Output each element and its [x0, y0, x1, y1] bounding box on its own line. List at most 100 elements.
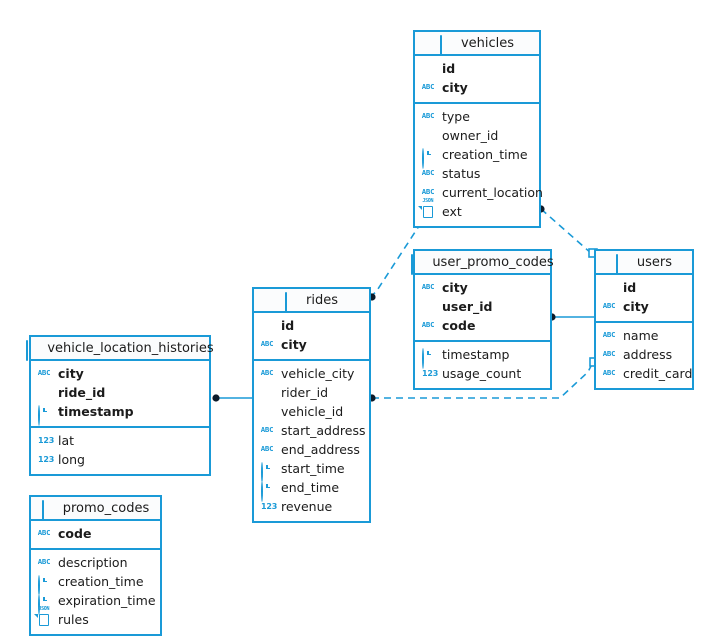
field-label: address — [623, 347, 673, 363]
abc-icon: ABC — [421, 83, 435, 91]
key-icon — [422, 130, 437, 144]
table-icon — [411, 254, 426, 275]
field-label: vehicle_city — [281, 366, 355, 382]
field-label: city — [623, 299, 649, 315]
json-icon: JSON — [33, 607, 53, 628]
primary-key-row[interactable]: id — [415, 60, 539, 79]
abc-icon: ABC — [260, 426, 274, 434]
field-label: description — [58, 555, 128, 571]
table-icon — [615, 254, 631, 275]
table-header-rides[interactable]: rides — [254, 289, 369, 313]
key-icon — [603, 282, 618, 296]
primary-key-row[interactable]: id — [596, 279, 692, 298]
key-icon — [422, 301, 437, 315]
primary-key-row[interactable]: timestamp — [31, 403, 209, 426]
table-header-user_promo_codes[interactable]: user_promo_codes — [411, 251, 554, 275]
table-icon — [439, 35, 455, 56]
column-row[interactable]: expiration_time — [31, 592, 160, 615]
field-label: id — [281, 318, 295, 334]
field-label: type — [442, 109, 470, 125]
column-row[interactable]: owner_id — [415, 127, 539, 146]
number-icon: 123 — [38, 454, 55, 464]
clock-icon — [261, 461, 276, 483]
number-icon: 123 — [261, 501, 278, 511]
abc-icon: ABC — [37, 529, 51, 537]
column-row[interactable]: start_time — [254, 460, 369, 483]
table-header-vehicles[interactable]: vehicles — [415, 32, 539, 56]
relationship-user_promo_codes-to-users[interactable] — [548, 313, 594, 321]
column-row[interactable]: JSON rules — [31, 607, 160, 630]
abc-icon: ABC — [421, 283, 435, 291]
column-row[interactable]: timestamp — [415, 346, 550, 369]
field-label: expiration_time — [58, 593, 156, 609]
field-label: rules — [58, 612, 89, 628]
field-label: code — [58, 526, 92, 542]
column-row[interactable]: creation_time — [415, 146, 539, 169]
abc-icon: ABC — [421, 112, 435, 120]
table-title: promo_codes — [62, 500, 150, 516]
relationship-vehicle_location_histories-to-rides[interactable] — [212, 394, 252, 402]
abc-icon: ABC — [602, 350, 616, 358]
field-label: creation_time — [58, 574, 144, 590]
table-title: vehicles — [460, 35, 515, 51]
clock-icon — [38, 404, 53, 426]
table-header-users[interactable]: users — [596, 251, 692, 275]
primary-key-row[interactable]: user_id — [415, 298, 550, 317]
primary-key-row[interactable]: ABC code — [31, 525, 160, 544]
clock-icon — [38, 574, 53, 596]
column-row[interactable]: vehicle_id — [254, 403, 369, 422]
field-label: owner_id — [442, 128, 499, 144]
key-icon — [261, 320, 276, 334]
field-label: timestamp — [442, 347, 510, 363]
field-label: city — [281, 337, 307, 353]
field-label: end_time — [281, 480, 340, 496]
column-row[interactable]: rider_id — [254, 384, 369, 403]
table-header-vehicle_location_histories[interactable]: vehicle_location_histories — [26, 337, 214, 361]
column-row[interactable]: end_time — [254, 479, 369, 502]
abc-icon: ABC — [421, 188, 435, 196]
column-row[interactable]: creation_time — [31, 573, 160, 596]
column-row[interactable]: ABC address — [596, 346, 692, 365]
field-label: lat — [58, 433, 75, 449]
clock-icon — [422, 147, 437, 169]
primary-key-row[interactable]: ride_id — [31, 384, 209, 403]
column-row[interactable]: ABC type — [415, 108, 539, 127]
primary-key-row[interactable]: id — [254, 317, 369, 336]
field-label: revenue — [281, 499, 333, 515]
field-label: name — [623, 328, 659, 344]
table-header-promo_codes[interactable]: promo_codes — [31, 497, 160, 521]
